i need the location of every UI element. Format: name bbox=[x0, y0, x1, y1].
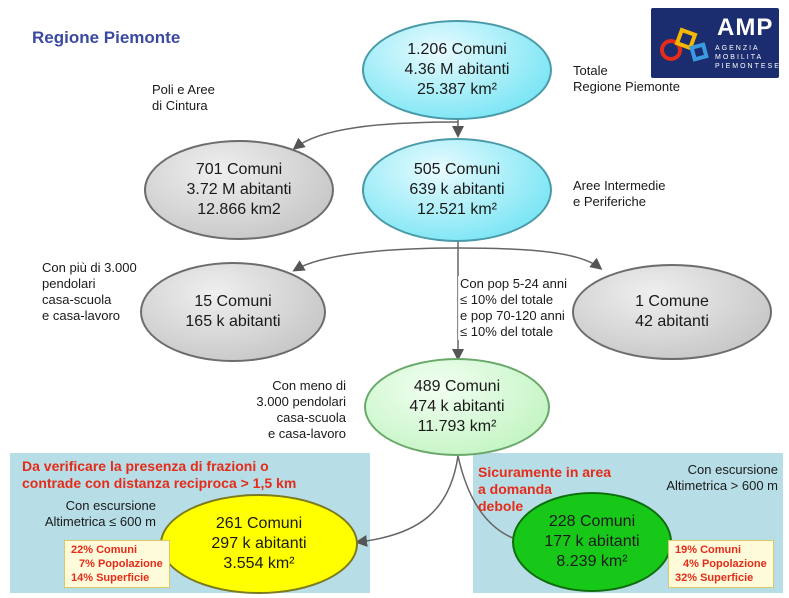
arrow-to-one bbox=[457, 247, 603, 270]
logo-subtitle: AGENZIA MOBILITA PIEMONTESE bbox=[715, 45, 781, 70]
arrow-to-low bbox=[355, 455, 459, 547]
arrow-to-pendolari bbox=[292, 247, 459, 272]
logo-text: AMP bbox=[717, 14, 774, 41]
page-title: Regione Piemonte bbox=[32, 28, 181, 47]
arrow-to-poli bbox=[292, 121, 459, 150]
label-pop-condition: Con pop 5-24 anni≤ 10% del totale e pop … bbox=[458, 276, 567, 340]
amp-logo-icon bbox=[660, 27, 709, 62]
amp-logo: AMP AGENZIA MOBILITA PIEMONTESE bbox=[651, 8, 779, 78]
